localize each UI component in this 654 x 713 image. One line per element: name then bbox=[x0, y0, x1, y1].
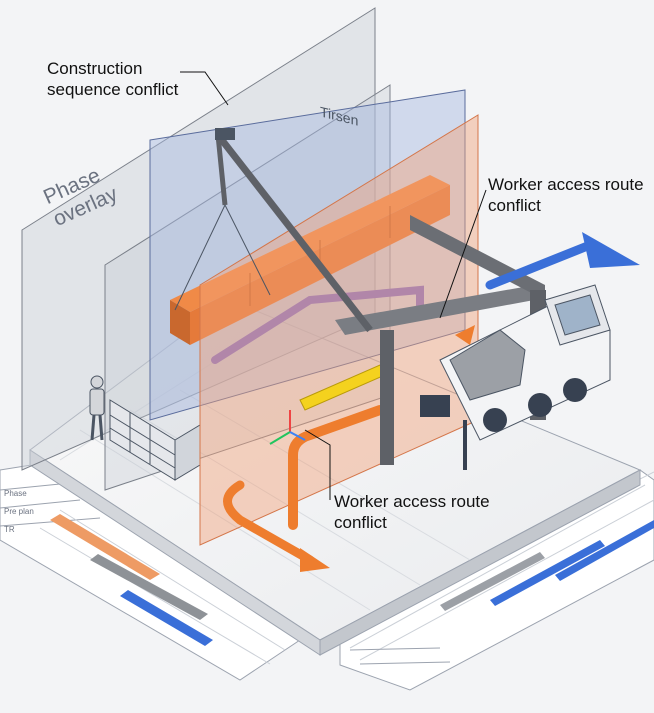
mobile-crane-truck bbox=[420, 284, 611, 470]
gantt-bar-blue-right-2 bbox=[555, 520, 654, 581]
worker-figure bbox=[89, 375, 105, 441]
pipe-orange bbox=[288, 405, 385, 530]
scaffold-rack bbox=[109, 399, 201, 481]
gantt-bar-blue-right-1 bbox=[490, 540, 605, 606]
svg-text:TR: TR bbox=[4, 525, 15, 534]
svg-text:Phase: Phase bbox=[4, 489, 27, 498]
floor-slab bbox=[29, 299, 642, 656]
tower-crane-boom bbox=[174, 128, 373, 333]
callout-worker-access-route-conflict-lower: Worker access route conflict bbox=[334, 492, 490, 532]
callout-worker-access-route-conflict-upper: Worker access route conflict bbox=[488, 175, 644, 215]
callout-leaders bbox=[180, 71, 487, 500]
pipe-purple bbox=[211, 285, 424, 364]
orange-route-arrow bbox=[223, 480, 330, 572]
gantt-bar-gray-right bbox=[440, 552, 545, 611]
gantt-schedule-right bbox=[339, 469, 654, 691]
callout-construction-sequence-conflict: Construction sequence conflict bbox=[47, 59, 179, 99]
axis-gizmo bbox=[269, 410, 306, 445]
gantt-bar-orange bbox=[50, 514, 160, 580]
gantt-bar-gray bbox=[90, 554, 208, 620]
blue-route-arrow bbox=[485, 232, 640, 290]
gantt-schedule-left: Phase Pre plan TR bbox=[0, 461, 301, 681]
gantt-bar-blue bbox=[120, 590, 213, 646]
svg-text:Pre plan: Pre plan bbox=[4, 507, 34, 516]
